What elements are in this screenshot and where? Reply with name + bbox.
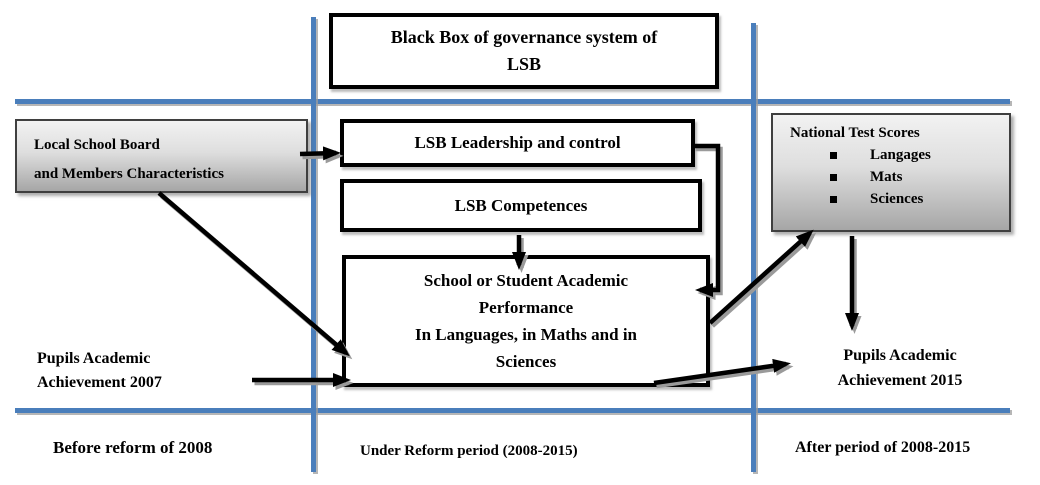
- performance-line-2: Performance: [478, 298, 574, 317]
- horizontal-divider-bottom: [15, 408, 1010, 413]
- local-school-board-box: Local School Board and Members Character…: [15, 119, 308, 193]
- pupils-2015-line-2: Achievement 2015: [837, 372, 963, 389]
- title-line-1: Black Box of governance system of: [390, 27, 658, 47]
- pupils-2007-line-1: Pupils Academic: [37, 350, 151, 367]
- scores-title: National Test Scores: [790, 125, 920, 141]
- title-line-2: LSB: [506, 54, 542, 74]
- pupils-achievement-2007-label: Pupils Academic Achievement 2007: [37, 347, 162, 395]
- vertical-divider-left: [311, 17, 316, 472]
- national-test-scores-box: National Test Scores Langages Mats Scien…: [771, 113, 1011, 232]
- arrow-performance-to-scores: [708, 229, 814, 325]
- pupils-2015-line-1: Pupils Academic: [843, 347, 957, 364]
- scores-item-label: Mats: [870, 169, 903, 185]
- period-label-before: Before reform of 2008: [53, 438, 213, 457]
- scores-item: Langages: [773, 144, 1009, 166]
- scores-item: Sciences: [773, 188, 1009, 210]
- performance-line-1: School or Student Academic: [423, 271, 629, 290]
- scores-item-label: Langages: [870, 147, 931, 163]
- performance-line-4: Sciences: [495, 352, 557, 371]
- arrow-board-to-performance: [157, 191, 350, 357]
- academic-performance-box: School or Student Academic Performance I…: [342, 255, 710, 387]
- vertical-divider-right: [751, 23, 756, 472]
- board-line-1: Local School Board: [34, 137, 160, 153]
- square-bullet-icon: [830, 151, 837, 159]
- leadership-label: LSB Leadership and control: [414, 133, 621, 152]
- period-label-after: After period of 2008-2015: [795, 439, 971, 456]
- scores-item-label: Sciences: [870, 191, 924, 207]
- performance-line-3: In Languages, in Maths and in: [414, 325, 638, 344]
- lsb-competences-box: LSB Competences: [340, 179, 702, 232]
- pupils-2007-line-2: Achievement 2007: [37, 374, 162, 391]
- scores-item: Mats: [773, 166, 1009, 188]
- black-box-governance-title: Black Box of governance system of LSB: [329, 13, 719, 89]
- square-bullet-icon: [830, 173, 837, 181]
- pupils-achievement-2015-label: Pupils Academic Achievement 2015: [800, 343, 1000, 393]
- board-line-2: and Members Characteristics: [34, 166, 224, 182]
- square-bullet-icon: [830, 195, 837, 203]
- period-label-during: Under Reform period (2008-2015): [360, 443, 578, 459]
- horizontal-divider-top: [15, 99, 1010, 104]
- competences-label: LSB Competences: [454, 195, 588, 215]
- lsb-leadership-box: LSB Leadership and control: [340, 119, 695, 167]
